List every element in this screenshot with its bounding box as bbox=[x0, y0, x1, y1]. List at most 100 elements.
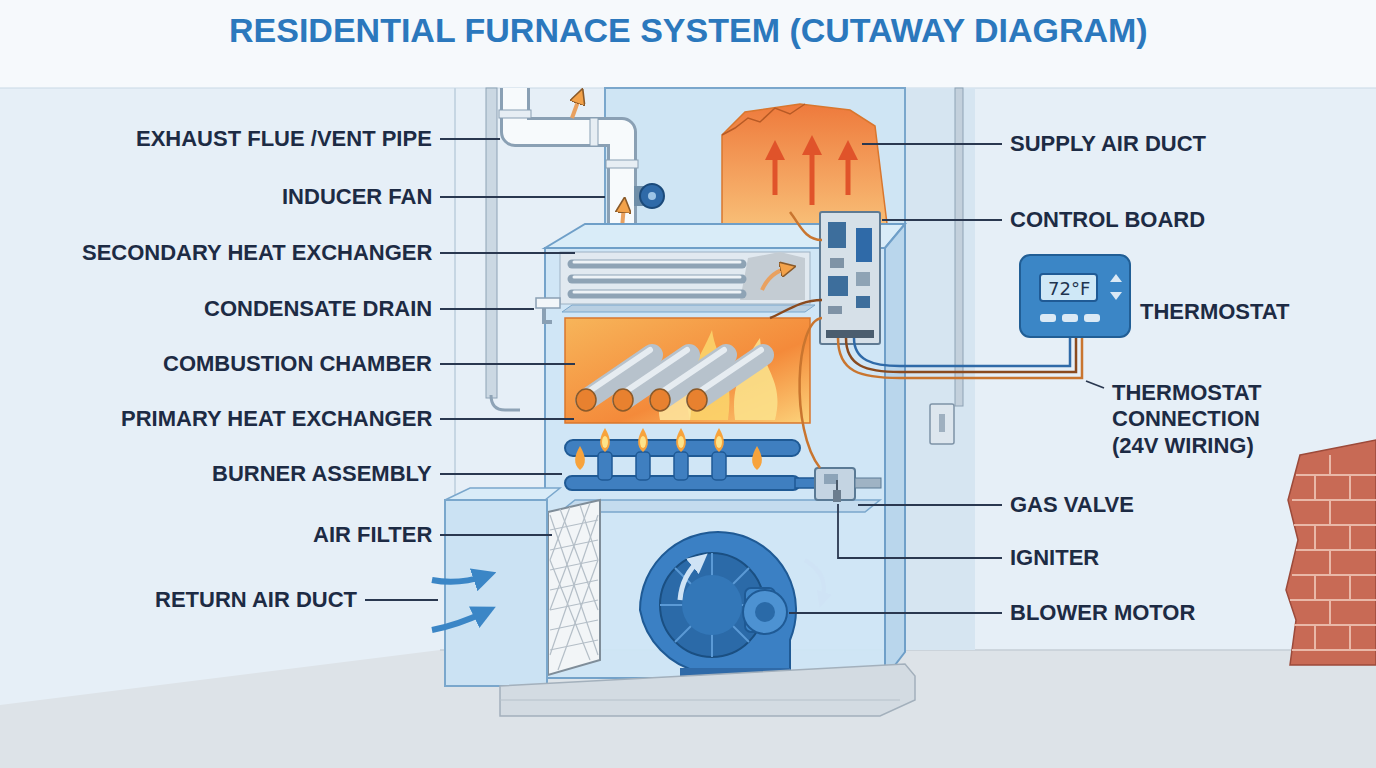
display-reading: 72°F bbox=[1048, 278, 1089, 299]
part-label: THERMOSTAT CONNECTION (24V WIRING) bbox=[1112, 380, 1302, 459]
primary-heat-exchanger bbox=[699, 350, 761, 392]
brick-wall bbox=[1292, 499, 1376, 501]
supply-plenum bbox=[810, 145, 815, 205]
burner-assembly bbox=[676, 428, 686, 452]
thermostat bbox=[1110, 292, 1122, 300]
thermostat bbox=[1084, 314, 1100, 322]
burner-assembly bbox=[575, 446, 585, 470]
primary-heat-exchanger bbox=[687, 389, 707, 411]
brick-wall bbox=[1296, 474, 1376, 476]
burner-assembly bbox=[636, 452, 650, 480]
part-label: RETURN AIR DUCT bbox=[155, 587, 357, 613]
thermostat-display: 72°F bbox=[1039, 273, 1098, 302]
drain-pipe bbox=[486, 88, 497, 398]
part-label: AIR FILTER bbox=[313, 522, 432, 548]
wiring bbox=[790, 212, 822, 240]
furnace-cabinet bbox=[562, 305, 815, 312]
burner-assembly bbox=[600, 428, 610, 452]
brick-wall bbox=[1329, 500, 1331, 525]
thermostat bbox=[1040, 314, 1056, 322]
secondary-heat-exchanger bbox=[572, 264, 742, 294]
air-filter bbox=[550, 503, 590, 610]
control-board bbox=[830, 258, 844, 268]
secondary-heat-exchanger bbox=[572, 290, 742, 299]
burner-assembly bbox=[716, 436, 722, 448]
air-filter bbox=[560, 509, 598, 610]
brick-wall bbox=[1329, 455, 1331, 475]
brick-wall bbox=[1349, 525, 1351, 550]
leader-lines bbox=[440, 308, 534, 310]
return-air-duct bbox=[432, 576, 485, 582]
wall-conduit bbox=[930, 88, 963, 444]
control-board bbox=[826, 330, 874, 338]
part-label: GAS VALVE bbox=[1010, 492, 1134, 518]
air-filter bbox=[580, 505, 598, 560]
air-filter bbox=[550, 515, 598, 655]
igniter bbox=[833, 490, 841, 502]
leader-lines bbox=[440, 138, 500, 140]
burner-assembly bbox=[565, 428, 819, 490]
leader-lines bbox=[440, 196, 605, 198]
brick-wall bbox=[1314, 625, 1316, 650]
supply-plenum bbox=[722, 104, 805, 135]
supply-plenum bbox=[605, 88, 905, 232]
gas-valve bbox=[815, 468, 881, 500]
part-label: INDUCER FAN bbox=[282, 184, 432, 210]
secondary-heat-exchanger bbox=[740, 252, 805, 300]
secondary-heat-exchanger bbox=[572, 275, 742, 284]
brick-wall bbox=[1329, 600, 1331, 625]
air-filter bbox=[548, 500, 600, 675]
brick-wall bbox=[1349, 475, 1351, 500]
part-label: PRIMARY HEAT EXCHANGER bbox=[121, 406, 432, 432]
leader-lines bbox=[1086, 381, 1104, 388]
combustion-chamber bbox=[565, 318, 810, 423]
primary-heat-exchanger bbox=[576, 389, 707, 411]
air-filter bbox=[550, 520, 598, 530]
burner-assembly bbox=[712, 452, 726, 480]
primary-heat-exchanger bbox=[576, 389, 596, 411]
exhaust-pipe bbox=[499, 88, 638, 240]
part-label: BLOWER MOTOR bbox=[1010, 600, 1195, 626]
thermostat bbox=[1062, 314, 1078, 322]
secondary-heat-exchanger bbox=[572, 260, 742, 269]
part-label: SECONDARY HEAT EXCHANGER bbox=[82, 240, 432, 266]
control-board bbox=[820, 212, 880, 344]
condensate-drain bbox=[536, 298, 560, 322]
air-filter bbox=[548, 500, 600, 675]
thermostat bbox=[1020, 255, 1130, 337]
wiring bbox=[854, 336, 1070, 366]
return-air-duct bbox=[432, 612, 485, 630]
burner-assembly bbox=[602, 436, 722, 448]
return-air-duct bbox=[432, 488, 560, 686]
gas-valve bbox=[855, 478, 881, 488]
brick-wall bbox=[1349, 625, 1351, 650]
brick-wall bbox=[1294, 524, 1376, 526]
blower-motor bbox=[680, 560, 700, 600]
blower-motor bbox=[743, 590, 787, 634]
air-filter bbox=[550, 515, 598, 655]
secondary-heat-exchanger bbox=[574, 291, 740, 294]
burner-assembly bbox=[598, 452, 726, 480]
leader-lines bbox=[789, 612, 1002, 614]
wall-conduit bbox=[930, 404, 954, 444]
brick-wall bbox=[1314, 575, 1316, 600]
air-filter bbox=[550, 560, 590, 660]
supply-plenum bbox=[846, 150, 851, 195]
brick-wall bbox=[1314, 525, 1316, 550]
control-board bbox=[828, 306, 842, 314]
control-board bbox=[828, 276, 848, 296]
wiring bbox=[846, 336, 1076, 372]
blower-motor bbox=[805, 560, 824, 600]
air-filter bbox=[558, 560, 598, 670]
inducer-fan bbox=[634, 184, 664, 208]
control-board bbox=[856, 228, 872, 262]
part-label: SUPPLY AIR DUCT bbox=[1010, 131, 1206, 157]
wiring bbox=[770, 300, 822, 318]
air-filter bbox=[550, 640, 598, 650]
base-platform bbox=[500, 700, 900, 701]
primary-heat-exchanger bbox=[588, 350, 650, 392]
leader-lines bbox=[838, 504, 1002, 558]
